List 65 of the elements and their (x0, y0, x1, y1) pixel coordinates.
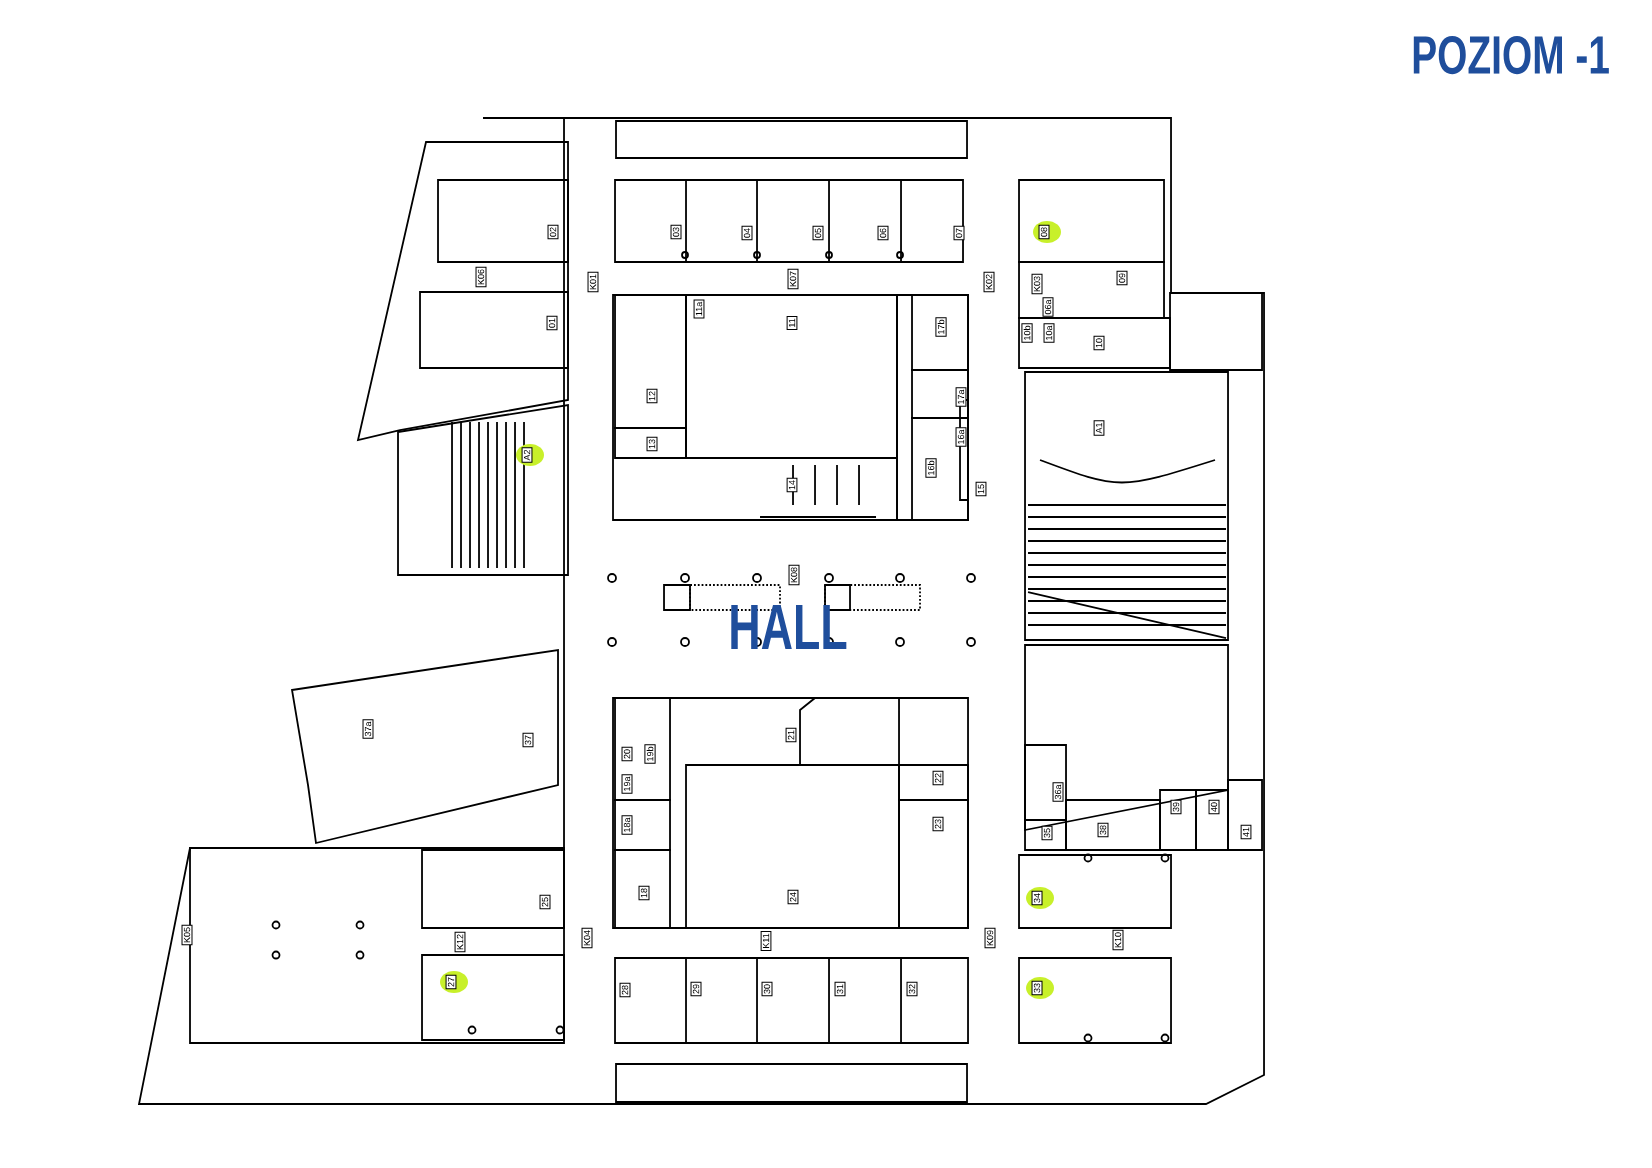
room-number: 32 (906, 981, 918, 997)
room-number: 08 (1038, 224, 1050, 240)
room-number: K03 (1031, 273, 1043, 295)
room-number: 10b (1021, 323, 1033, 343)
room-number: 17a (955, 387, 967, 407)
room-number: K12 (454, 931, 466, 953)
room-number: 06a (1042, 297, 1054, 317)
room-number: 36a (1052, 782, 1064, 802)
room-number: 02 (547, 224, 559, 240)
room-number: 14 (786, 477, 798, 493)
room-number: 01 (546, 315, 558, 331)
room-number: 13 (646, 436, 658, 452)
room-number: 18a (621, 815, 633, 835)
room-number: 06 (877, 225, 889, 241)
room-number: 23 (932, 816, 944, 832)
room-number: 11a (693, 299, 705, 319)
room-number: K07 (787, 268, 799, 290)
room-number: 12 (646, 388, 658, 404)
room-number: 20 (621, 746, 633, 762)
room-number: 31 (834, 981, 846, 997)
room-number: 30 (761, 981, 773, 997)
room-number: 09 (1116, 270, 1128, 286)
room-number: 19b (644, 744, 656, 764)
room-number: 39 (1170, 799, 1182, 815)
room-number: 33 (1031, 980, 1043, 996)
area-label: HALL (731, 605, 847, 650)
room-number: K02 (983, 271, 995, 293)
room-number: 11 (786, 316, 798, 330)
room-number: 18 (638, 885, 650, 901)
room-number: 10a (1043, 323, 1055, 343)
room-number: A2 (521, 447, 533, 463)
room-number: 07 (953, 225, 965, 241)
room-number: K01 (587, 271, 599, 293)
room-number: 35 (1041, 825, 1053, 841)
room-number: A1 (1093, 420, 1105, 436)
room-number: K11 (760, 931, 772, 951)
room-number: 37 (522, 732, 534, 748)
room-number: 16a (955, 427, 967, 447)
room-number: 17b (935, 317, 947, 337)
room-number: 28 (619, 982, 631, 998)
room-number: K08 (788, 564, 800, 586)
room-number: 29 (690, 981, 702, 997)
room-number: 22 (932, 770, 944, 786)
room-number: 04 (741, 225, 753, 241)
room-number: 03 (670, 224, 682, 240)
room-number: K04 (581, 927, 593, 949)
room-number: 41 (1240, 824, 1252, 840)
room-number: K05 (181, 924, 193, 946)
room-number: 19a (621, 774, 633, 794)
room-number: 27 (445, 974, 457, 990)
room-number: 05 (812, 225, 824, 241)
room-number: 37a (362, 719, 374, 739)
room-number: 16b (925, 458, 937, 478)
room-number: 15 (975, 481, 987, 497)
room-number: 24 (787, 889, 799, 905)
room-number: K10 (1112, 929, 1124, 951)
room-number: 10 (1093, 335, 1105, 351)
room-number: 40 (1208, 799, 1220, 815)
room-number: K06 (475, 266, 487, 288)
room-number: 21 (785, 727, 797, 743)
room-number: 34 (1031, 890, 1043, 906)
room-number: 38 (1097, 822, 1109, 838)
title: POZIOM -1 (1413, 35, 1609, 75)
room-number: K09 (984, 927, 996, 949)
room-number: 25 (539, 894, 551, 910)
